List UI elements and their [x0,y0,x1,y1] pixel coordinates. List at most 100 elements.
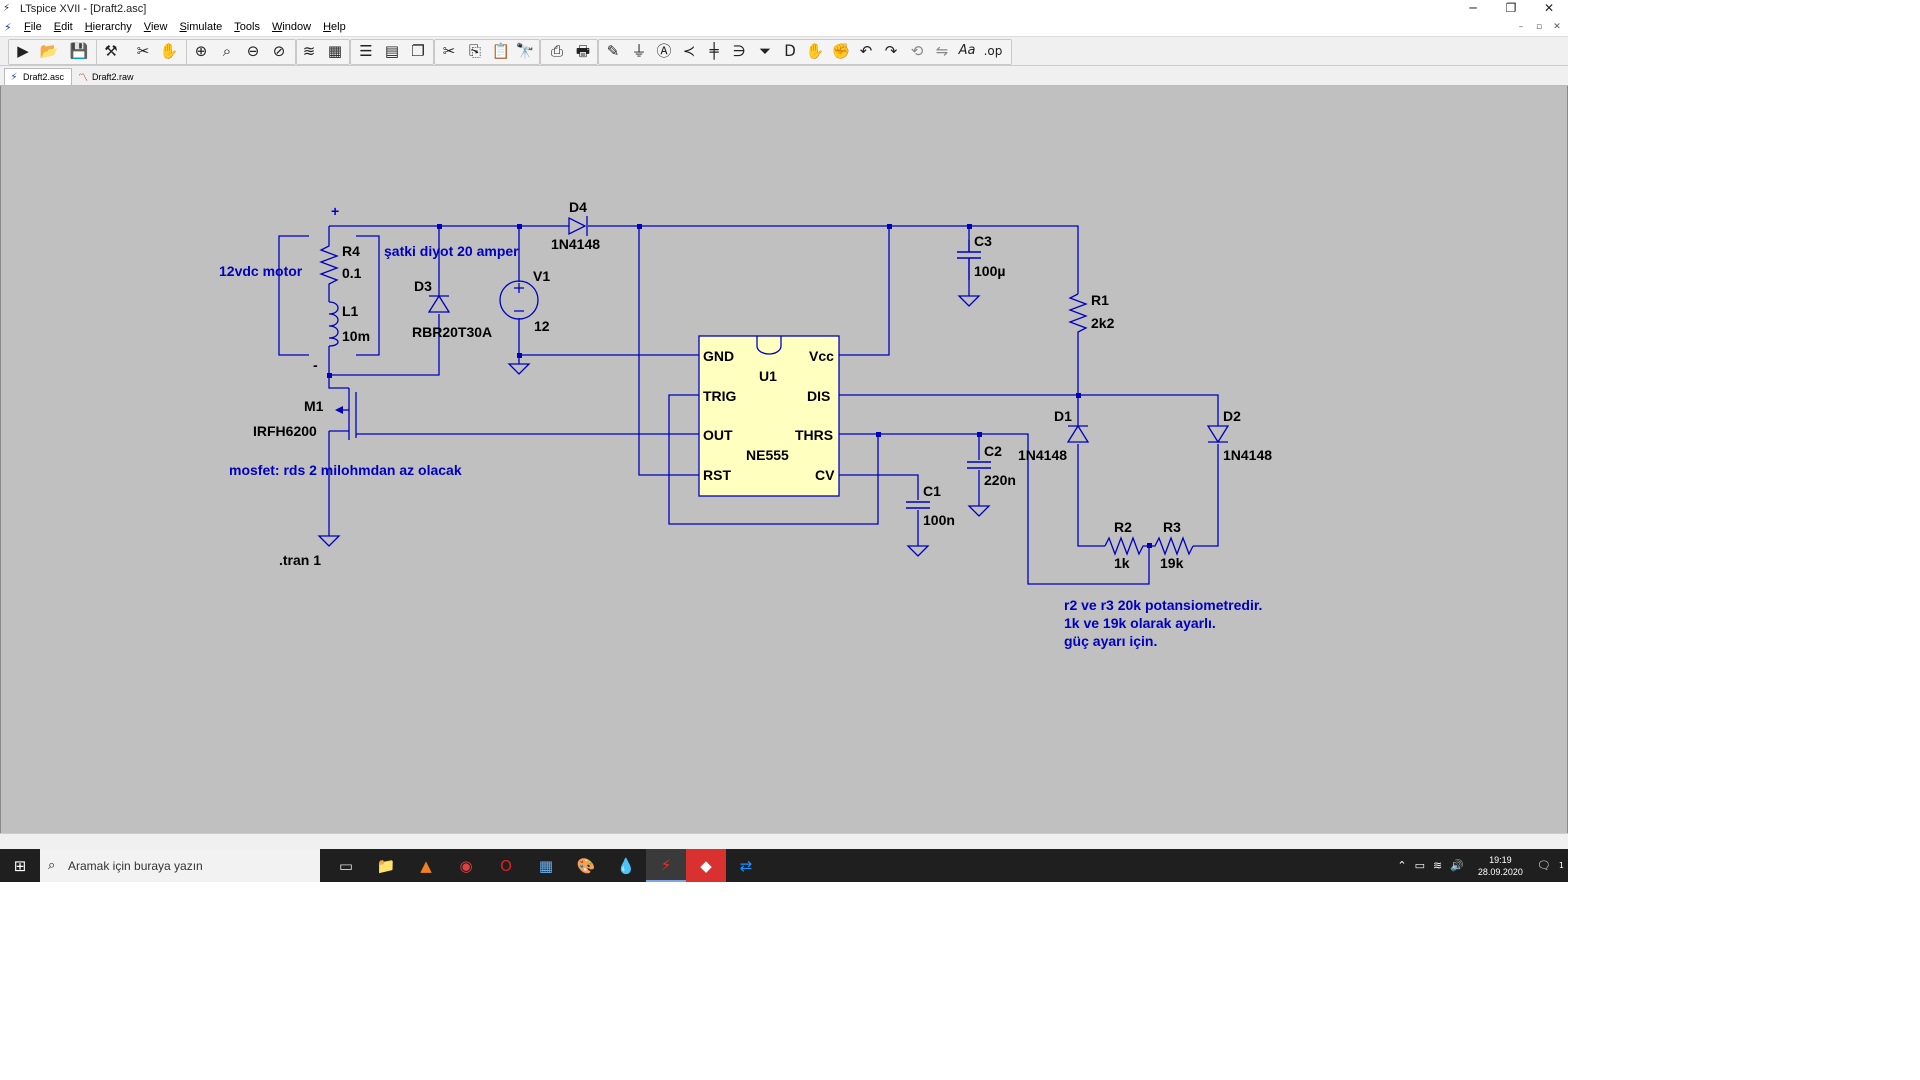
schematic-svg[interactable]: GND Vcc TRIG DIS OUT THRS RST CV U1 NE55… [1,86,1567,833]
find-icon[interactable]: 🔭 [515,42,535,60]
diode-d2-symbol[interactable] [1206,425,1230,444]
teamviewer-icon[interactable]: ⇄ [739,856,753,875]
capacitor-c2-symbol[interactable] [967,461,991,469]
minimize-button[interactable]: ─ [1469,1,1477,15]
comment-mosfet[interactable]: mosfet: rds 2 milohmdan az olacak [229,462,462,478]
app-red-icon[interactable]: ◉ [459,856,473,875]
view-grid-icon[interactable]: ▦ [327,42,343,60]
taskbar-clock[interactable]: 19:19 28.09.2020 [1478,854,1523,878]
tile-vertical-icon[interactable]: ▤ [384,42,400,60]
calculator-icon[interactable]: ▦ [538,856,554,875]
draw-wire-icon[interactable]: ✎ [606,42,620,60]
resistor-r2-symbol[interactable] [1104,536,1149,556]
copy-icon[interactable]: ⎘ [468,42,481,60]
resistor-r1-symbol[interactable] [1068,293,1088,334]
autorange-icon[interactable]: ≋ [302,42,316,60]
spice-directive-icon[interactable]: .op [983,44,1003,58]
ground-icon[interactable]: ⏚ [631,42,647,60]
resistor-icon[interactable]: ≺ [682,42,696,60]
print-preview-icon[interactable]: 🖶 [575,42,591,60]
control-panel-icon[interactable]: ⚒ [104,42,118,60]
wifi-icon[interactable]: ≋ [1432,859,1443,872]
c2-value: 220n [984,472,1016,488]
ltspice-icon[interactable]: ⚡ [646,849,686,882]
run-icon[interactable]: ▶ [17,42,29,60]
paint-icon[interactable]: 🎨 [576,856,596,875]
capacitor-c3-symbol[interactable] [957,240,981,280]
pin-trig-label: TRIG [703,388,737,404]
halt-icon[interactable]: ✂ [136,42,150,60]
zoom-out-icon[interactable]: ⊖ [246,42,260,60]
print-icon[interactable]: ⎙ [550,42,563,60]
mirror-icon[interactable]: ⇋ [935,42,949,60]
comment-pot-line1[interactable]: r2 ve r3 20k potansiometredir. [1064,597,1262,613]
notification-icon[interactable]: 🗨 [1536,859,1551,872]
zoom-in-icon[interactable]: ⊕ [194,42,208,60]
capacitor-icon[interactable]: ╪ [709,42,719,60]
doc-minimize-button[interactable]: – [1518,22,1524,32]
diode-d4-symbol[interactable] [568,216,588,236]
save-icon[interactable]: 💾 [69,42,89,60]
tray-chevron-icon[interactable]: ⌃ [1397,859,1407,872]
undo-icon[interactable]: ↶ [859,42,873,60]
tab-draft2-raw[interactable]: 〽 Draft2.raw [74,68,140,85]
comment-pot-line2[interactable]: 1k ve 19k olarak ayarlı. [1064,615,1216,631]
pan-icon[interactable]: ✋ [159,42,179,60]
spice-directive-tran[interactable]: .tran 1 [279,552,321,568]
opera-icon[interactable]: O [500,856,512,875]
resistor-r4-symbol[interactable] [319,236,339,286]
voltage-source-v1-symbol[interactable] [499,280,539,320]
ne555-ic-body[interactable] [698,335,840,497]
menu-help[interactable]: Help [323,21,346,33]
anydesk-icon[interactable]: ◆ [686,849,726,882]
doc-close-button[interactable]: ✕ [1553,22,1561,32]
inductor-l1-symbol[interactable] [328,301,339,347]
move-icon[interactable]: ✋ [805,42,825,60]
resistor-r3-symbol[interactable] [1149,536,1194,556]
menu-simulate[interactable]: Simulate [179,21,223,33]
diode-d1-symbol[interactable] [1066,424,1090,443]
cut-icon[interactable]: ✂ [442,42,456,60]
diode-d3-symbol[interactable] [427,294,451,313]
menu-view[interactable]: View [143,21,168,33]
zoom-fit-icon[interactable]: ⊘ [272,42,286,60]
tab-draft2-asc[interactable]: ⚡ Draft2.asc [4,68,72,85]
text-icon[interactable]: Aa [958,43,976,58]
schematic-doc-icon[interactable]: ⚡ [4,20,12,34]
zoom-box-icon[interactable]: ⌕ [222,42,232,60]
doc-restore-button[interactable]: ▫ [1535,22,1543,32]
taskbar-search-box[interactable]: ⌕ Aramak için buraya yazın [40,849,320,882]
comment-pot-line3[interactable]: güç ayarı için. [1064,633,1157,649]
close-button[interactable]: ✕ [1543,1,1555,15]
cascade-icon[interactable]: ❐ [411,42,425,60]
diode-icon[interactable]: ⏷ [758,42,771,60]
rotate-icon[interactable]: ⟲ [910,42,924,60]
drag-icon[interactable]: ✊ [831,42,851,60]
battery-icon[interactable]: ▭ [1414,859,1425,872]
open-icon[interactable]: 📂 [39,42,59,60]
paste-icon[interactable]: 📋 [491,42,511,60]
restore-button[interactable]: ❐ [1505,1,1517,15]
label-net-icon[interactable]: Ⓐ [656,42,672,60]
inductor-icon[interactable]: ∋ [732,42,746,60]
volume-icon[interactable]: 🔊 [1450,859,1464,872]
windows-start-icon[interactable]: ⊞ [13,856,27,875]
droplet-icon[interactable]: 💧 [616,856,636,875]
component-icon[interactable]: ᗞ [784,42,796,60]
menu-tools[interactable]: Tools [234,21,260,33]
comment-motor[interactable]: 12vdc motor [219,263,303,279]
tile-horizontal-icon[interactable]: ☰ [359,42,373,60]
capacitor-c1-symbol[interactable] [906,501,930,509]
menu-file[interactable]: File [24,21,42,33]
r3-name: R3 [1163,519,1181,535]
schematic-canvas[interactable]: GND Vcc TRIG DIS OUT THRS RST CV U1 NE55… [0,86,1568,833]
menu-hierarchy[interactable]: Hierarchy [84,21,132,33]
menu-edit[interactable]: Edit [53,21,73,33]
comment-schottky[interactable]: şatki diyot 20 amper [384,243,519,259]
menu-window[interactable]: Window [271,21,312,33]
mosfet-m1-symbol[interactable] [335,406,343,414]
vlc-icon[interactable]: ▲ [420,856,432,875]
task-view-icon[interactable]: ▭ [338,856,354,875]
redo-icon[interactable]: ↷ [884,42,898,60]
file-explorer-icon[interactable]: 📁 [376,856,396,875]
